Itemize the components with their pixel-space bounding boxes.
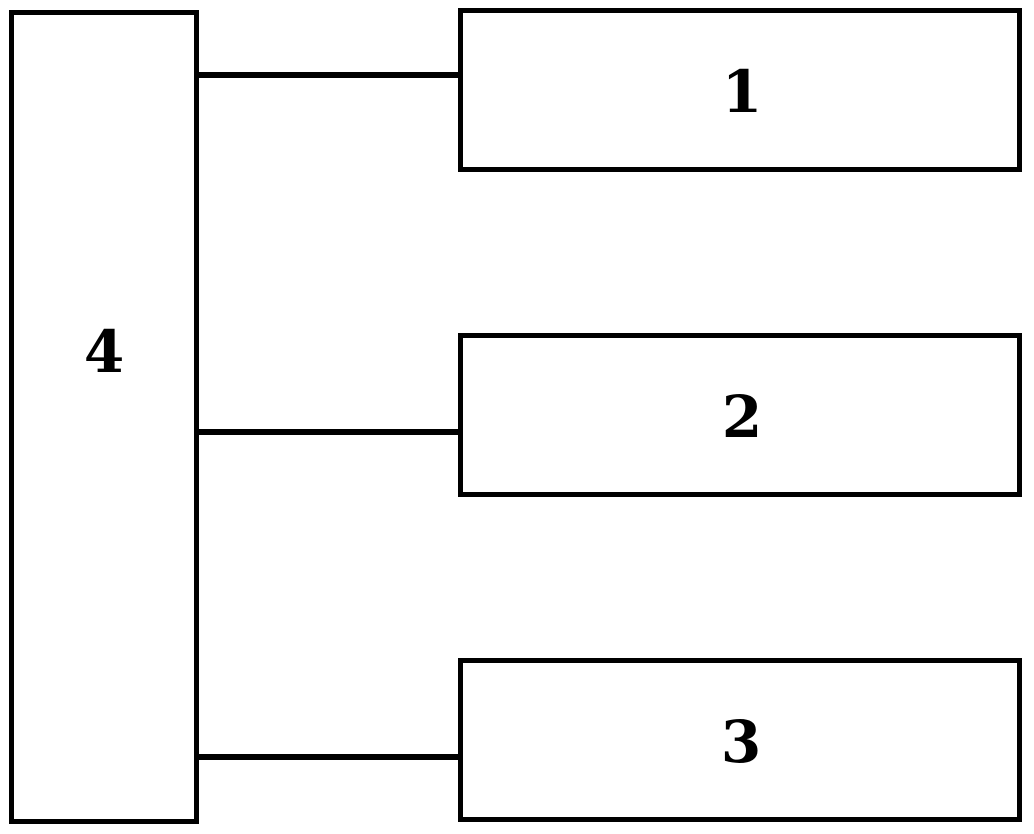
- connector-4-to-2: [197, 429, 460, 435]
- node-label-4: 4: [83, 318, 125, 386]
- block-node-3: [458, 658, 1022, 822]
- node-label-1: 1: [721, 58, 763, 126]
- block-node-1: [458, 8, 1022, 172]
- block-node-4: [9, 10, 199, 824]
- node-label-2: 2: [721, 383, 763, 451]
- node-label-3: 3: [720, 708, 762, 776]
- connector-4-to-1: [197, 72, 460, 78]
- connector-4-to-3: [197, 754, 460, 760]
- block-node-2: [458, 333, 1022, 497]
